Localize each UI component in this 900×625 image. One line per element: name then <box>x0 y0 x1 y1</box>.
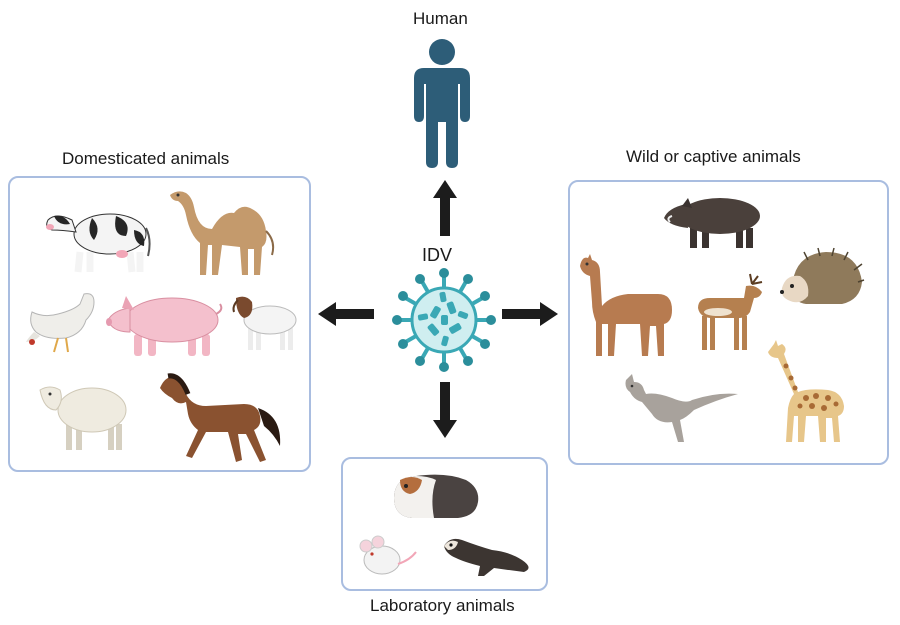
arrow-left-icon <box>318 302 374 326</box>
arrow-right-icon <box>502 302 558 326</box>
virus-icon <box>392 268 496 372</box>
laboratory-label: Laboratory animals <box>370 596 515 615</box>
idv-label: IDV <box>422 245 453 265</box>
ferret-icon <box>444 538 529 576</box>
arrow-up-icon <box>433 180 457 236</box>
cow-icon <box>46 213 151 273</box>
human-label: Human <box>413 9 468 28</box>
arrow-down-icon <box>433 382 457 438</box>
kangaroo-icon <box>625 374 738 442</box>
hedgehog-icon <box>780 247 865 304</box>
chicken-icon <box>26 293 95 353</box>
wild-label: Wild or captive animals <box>626 147 801 166</box>
giraffe-icon <box>768 340 844 442</box>
human-icon <box>414 39 470 168</box>
goat-icon <box>232 296 297 350</box>
sheep-icon <box>39 386 127 450</box>
wild-boar-icon <box>664 198 760 248</box>
horse-icon <box>160 373 281 462</box>
camel-icon <box>170 191 275 275</box>
deer-icon <box>698 273 763 350</box>
pig-icon <box>106 296 223 356</box>
domesticated-label: Domesticated animals <box>62 149 230 168</box>
llama-icon <box>580 254 672 356</box>
guinea-pig-icon <box>394 474 479 518</box>
mouse-icon <box>359 535 417 575</box>
